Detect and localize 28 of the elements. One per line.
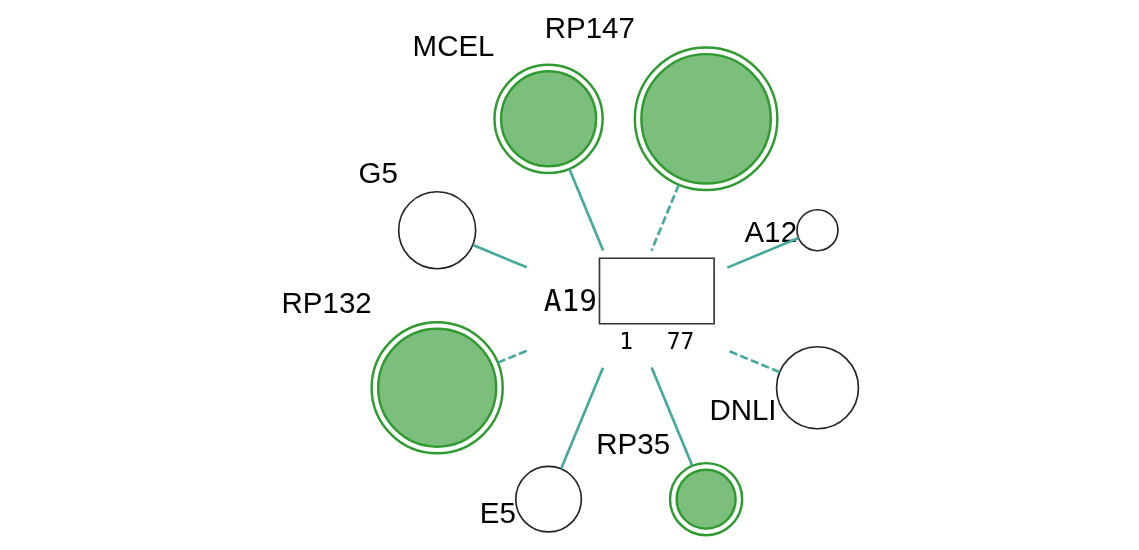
node-label: RP35 xyxy=(595,426,670,460)
node-label: RP132 xyxy=(281,286,372,320)
node-circle xyxy=(492,63,604,175)
connector xyxy=(567,168,604,252)
node-label: RP147 xyxy=(544,11,635,45)
node-label: 77 xyxy=(666,327,694,354)
node-circle xyxy=(633,46,779,192)
connector xyxy=(559,367,604,470)
node-label: 1 xyxy=(618,327,633,354)
connector xyxy=(649,367,693,467)
node-circle xyxy=(668,461,743,537)
node-circle xyxy=(397,190,476,270)
node-label: G5 xyxy=(358,155,398,189)
connector xyxy=(496,349,527,364)
node-label: MCEL xyxy=(412,28,494,62)
node-circle xyxy=(514,465,582,533)
connector xyxy=(726,349,780,374)
node-circle xyxy=(775,346,859,430)
connector xyxy=(471,243,527,269)
connector xyxy=(726,236,799,269)
node-circle xyxy=(795,208,839,252)
node-label: E5 xyxy=(479,495,516,529)
node-box xyxy=(598,257,715,325)
connector xyxy=(649,184,680,252)
node-label: A19 xyxy=(543,284,597,319)
node-label: DNLI xyxy=(708,392,777,426)
node-label: A12 xyxy=(744,214,797,248)
node-circle xyxy=(369,321,504,455)
